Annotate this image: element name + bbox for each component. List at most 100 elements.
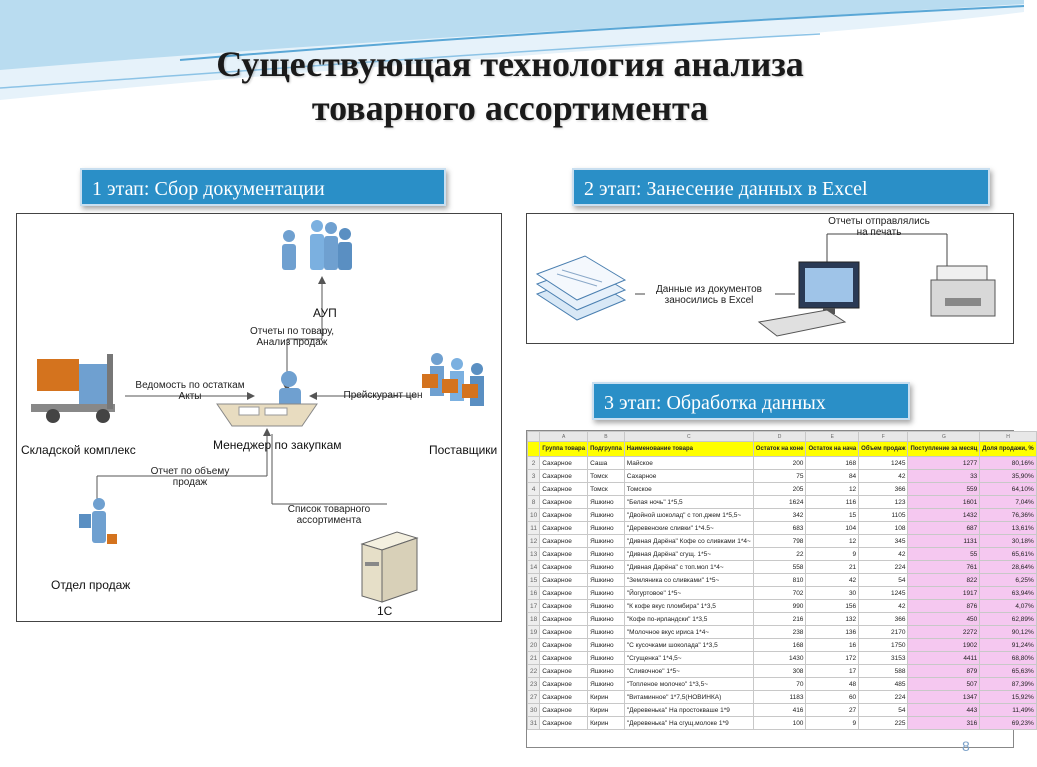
table-cell[interactable]: "Кофе по-ирландски" 1*3,5 <box>623 612 754 626</box>
table-cell[interactable]: Яшкино <box>587 560 625 574</box>
table-cell[interactable]: 4411 <box>907 651 981 665</box>
row-number[interactable]: 27 <box>526 690 541 704</box>
table-cell[interactable]: 42 <box>858 599 909 613</box>
column-header[interactable]: Поступление за месяц <box>907 441 981 457</box>
table-cell[interactable]: 15,92% <box>979 690 1037 704</box>
table-cell[interactable]: 761 <box>907 560 981 574</box>
table-cell[interactable]: Яшкино <box>587 508 625 522</box>
table-cell[interactable]: 30,18% <box>979 534 1037 548</box>
table-cell[interactable]: 559 <box>907 482 981 496</box>
table-cell[interactable]: 90,12% <box>979 625 1037 639</box>
row-number[interactable]: 4 <box>526 482 541 496</box>
table-cell[interactable]: 876 <box>907 599 981 613</box>
column-letter[interactable]: F <box>858 431 909 442</box>
row-number[interactable]: 17 <box>526 599 541 613</box>
table-cell[interactable]: 342 <box>752 508 807 522</box>
table-cell[interactable]: 35,90% <box>979 469 1037 483</box>
table-cell[interactable]: 1902 <box>907 638 981 652</box>
table-cell[interactable]: 76,36% <box>979 508 1037 522</box>
table-cell[interactable]: "Земляника со сливками" 1*5~ <box>623 573 754 587</box>
table-cell[interactable]: 879 <box>907 664 981 678</box>
row-number[interactable]: 31 <box>526 716 541 730</box>
table-cell[interactable]: 443 <box>907 703 981 717</box>
table-cell[interactable]: Яшкино <box>587 664 625 678</box>
table-cell[interactable]: "Молочное вкус ириса 1*4~ <box>623 625 754 639</box>
table-cell[interactable]: 132 <box>805 612 860 626</box>
row-number[interactable]: 21 <box>526 651 541 665</box>
table-cell[interactable]: 68,80% <box>979 651 1037 665</box>
table-cell[interactable]: 55 <box>907 547 981 561</box>
table-cell[interactable]: "С кусочками шоколада" 1*3,5 <box>623 638 754 652</box>
table-cell[interactable]: Сахарное <box>539 495 589 509</box>
table-cell[interactable]: Сахарное <box>539 586 589 600</box>
table-cell[interactable]: Майское <box>623 456 754 470</box>
table-cell[interactable]: 27 <box>805 703 860 717</box>
table-cell[interactable]: Томск <box>587 482 625 496</box>
table-cell[interactable]: 1917 <box>907 586 981 600</box>
row-number[interactable]: 23 <box>526 677 541 691</box>
table-cell[interactable]: Кирин <box>587 716 625 730</box>
table-cell[interactable]: "Йогуртовое" 1*5~ <box>623 586 754 600</box>
column-header[interactable]: Подгруппа <box>587 441 625 457</box>
table-cell[interactable]: Сахарное <box>539 664 589 678</box>
table-cell[interactable]: 702 <box>752 586 807 600</box>
table-cell[interactable]: 507 <box>907 677 981 691</box>
table-cell[interactable]: 1245 <box>858 586 909 600</box>
table-cell[interactable]: 80,16% <box>979 456 1037 470</box>
table-cell[interactable]: 42 <box>805 573 860 587</box>
table-cell[interactable]: 22 <box>752 547 807 561</box>
table-cell[interactable]: 54 <box>858 703 909 717</box>
table-cell[interactable]: Сахарное <box>539 599 589 613</box>
table-cell[interactable]: 416 <box>752 703 807 717</box>
table-cell[interactable]: 225 <box>858 716 909 730</box>
column-header[interactable]: Объем продаж <box>858 441 909 457</box>
table-cell[interactable]: 28,64% <box>979 560 1037 574</box>
table-cell[interactable]: Сахарное <box>539 677 589 691</box>
table-cell[interactable]: "Сгущенка" 1*4,5~ <box>623 651 754 665</box>
table-cell[interactable]: "Дивная Дарёна" Кофе со сливками 1*4~ <box>623 534 754 548</box>
table-cell[interactable]: 15 <box>805 508 860 522</box>
row-number[interactable]: 16 <box>526 586 541 600</box>
table-cell[interactable]: Сахарное <box>539 521 589 535</box>
table-cell[interactable]: 366 <box>858 482 909 496</box>
table-cell[interactable]: Яшкино <box>587 534 625 548</box>
table-cell[interactable]: 558 <box>752 560 807 574</box>
table-cell[interactable]: 3153 <box>858 651 909 665</box>
table-cell[interactable]: 1131 <box>907 534 981 548</box>
table-cell[interactable]: 1430 <box>752 651 807 665</box>
table-cell[interactable]: Сахарное <box>539 638 589 652</box>
column-header[interactable]: Группа товара <box>539 441 589 457</box>
table-cell[interactable]: 12 <box>805 482 860 496</box>
table-cell[interactable]: 87,39% <box>979 677 1037 691</box>
table-cell[interactable]: 4,07% <box>979 599 1037 613</box>
table-cell[interactable]: 9 <box>805 547 860 561</box>
table-cell[interactable]: Яшкино <box>587 573 625 587</box>
table-cell[interactable]: Сахарное <box>539 612 589 626</box>
row-number[interactable]: 11 <box>526 521 541 535</box>
table-cell[interactable]: Сахарное <box>539 716 589 730</box>
table-cell[interactable]: 588 <box>858 664 909 678</box>
row-number[interactable]: 14 <box>526 560 541 574</box>
table-cell[interactable]: 168 <box>752 638 807 652</box>
table-cell[interactable]: Яшкино <box>587 495 625 509</box>
table-cell[interactable]: 200 <box>752 456 807 470</box>
table-cell[interactable]: 104 <box>805 521 860 535</box>
table-cell[interactable]: Сахарное <box>539 456 589 470</box>
table-cell[interactable]: 108 <box>858 521 909 535</box>
column-header[interactable]: Наименование товара <box>623 441 754 457</box>
table-cell[interactable]: 810 <box>752 573 807 587</box>
table-cell[interactable]: 42 <box>858 469 909 483</box>
row-number[interactable]: 13 <box>526 547 541 561</box>
table-cell[interactable]: 84 <box>805 469 860 483</box>
table-cell[interactable]: Яшкино <box>587 599 625 613</box>
table-cell[interactable]: 7,04% <box>979 495 1037 509</box>
table-cell[interactable]: 224 <box>858 690 909 704</box>
table-cell[interactable]: "Топленое молочко" 1*3,5~ <box>623 677 754 691</box>
table-cell[interactable]: Сахарное <box>539 625 589 639</box>
table-cell[interactable]: 687 <box>907 521 981 535</box>
table-cell[interactable]: Сахарное <box>539 547 589 561</box>
table-cell[interactable]: Сахарное <box>539 560 589 574</box>
table-cell[interactable]: 2170 <box>858 625 909 639</box>
table-cell[interactable]: 64,10% <box>979 482 1037 496</box>
table-cell[interactable]: 21 <box>805 560 860 574</box>
